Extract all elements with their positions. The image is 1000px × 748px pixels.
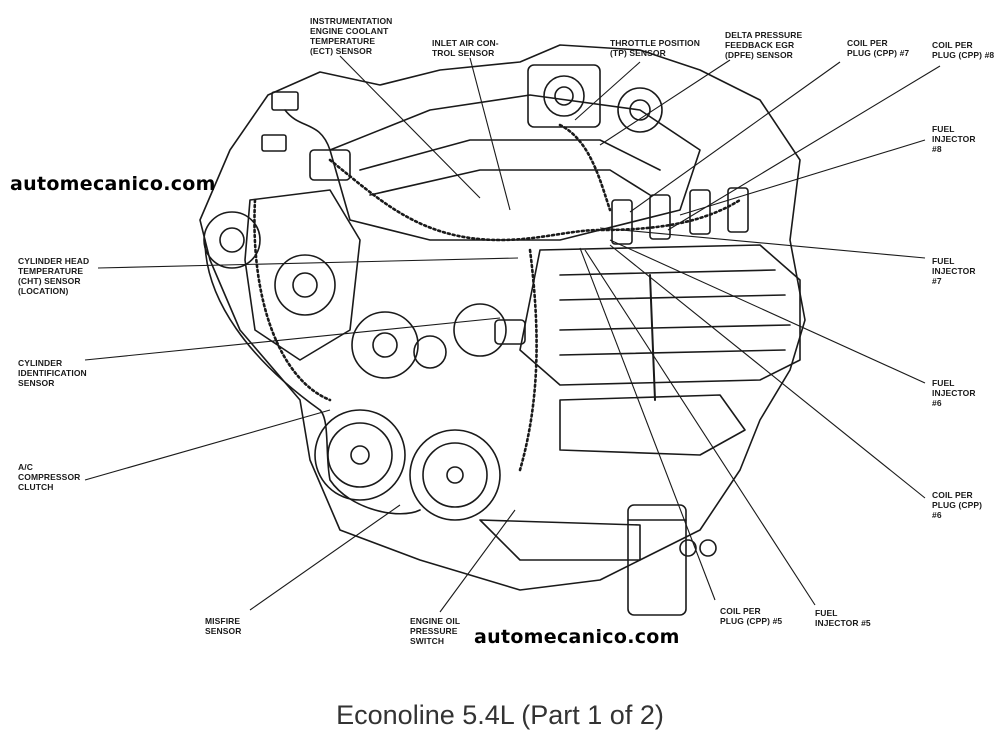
callout-ac-clutch: A/C COMPRESSOR CLUTCH [18,462,81,492]
callout-cpp-6: COIL PER PLUG (CPP) #6 [932,490,983,520]
leader-dpfe [599,59,731,146]
leader-cht [97,257,519,269]
callout-oil-pressure-switch: ENGINE OIL PRESSURE SWITCH [410,616,461,646]
callout-misfire-sensor: MISFIRE SENSOR [205,616,242,636]
leader-misfire [249,504,401,611]
ac-compressor-pulley [314,409,406,501]
valve-cover [519,244,801,386]
leader-fi8 [679,139,926,216]
callout-cpp-5: COIL PER PLUG (CPP) #5 [720,606,783,626]
drive-belt [204,239,421,515]
crank-pulley [409,429,501,521]
leader-cpp5 [579,247,716,601]
callout-ect-sensor: INSTRUMENTATION ENGINE COOLANT TEMPERATU… [310,16,393,56]
callout-iac-sensor: INLET AIR CON- TROL SENSOR [432,38,499,58]
callout-fuel-injector-8: FUEL INJECTOR #8 [932,124,976,154]
alternator [203,211,261,269]
callout-fuel-injector-5: FUEL INJECTOR #5 [815,608,871,628]
exhaust-manifold [559,394,746,456]
oil-pan [479,519,641,561]
callout-cid-sensor: CYLINDER IDENTIFICATION SENSOR [18,358,87,388]
watermark-bottom: automecanico.com [474,626,680,648]
callout-cpp-7: COIL PER PLUG (CPP) #7 [847,38,910,58]
intake-manifold [329,94,701,241]
leader-iac [469,57,511,211]
callout-fuel-injector-7: FUEL INJECTOR #7 [932,256,976,286]
leader-cpp7 [629,61,841,213]
leader-fi5 [584,249,816,606]
callout-tp-sensor: THROTTLE POSITION (TP) SENSOR [610,38,701,58]
leader-ac [84,409,331,481]
leader-tp [574,61,641,121]
watermark-top: automecanico.com [10,173,216,195]
idler-pulley [351,311,419,379]
engine-outline [199,44,806,591]
leader-cid [84,317,501,361]
leader-oilsw [439,509,516,613]
callout-fuel-injector-6: FUEL INJECTOR #6 [932,378,976,408]
diagram-caption: Econoline 5.4L (Part 1 of 2) [336,700,664,730]
callout-cpp-8: COIL PER PLUG (CPP) #8 [932,40,995,60]
leader-cpp8 [667,65,941,231]
timing-cover [244,189,361,361]
leader-ect [339,55,481,199]
leader-fi7 [599,227,926,259]
leader-fi6 [609,239,926,384]
callout-dpfe-sensor: DELTA PRESSURE FEEDBACK EGR (DPFE) SENSO… [725,30,803,60]
callout-cht-sensor: CYLINDER HEAD TEMPERATURE (CHT) SENSOR (… [18,256,90,296]
egr-valve [617,87,663,133]
leader-cpp6 [609,244,926,499]
